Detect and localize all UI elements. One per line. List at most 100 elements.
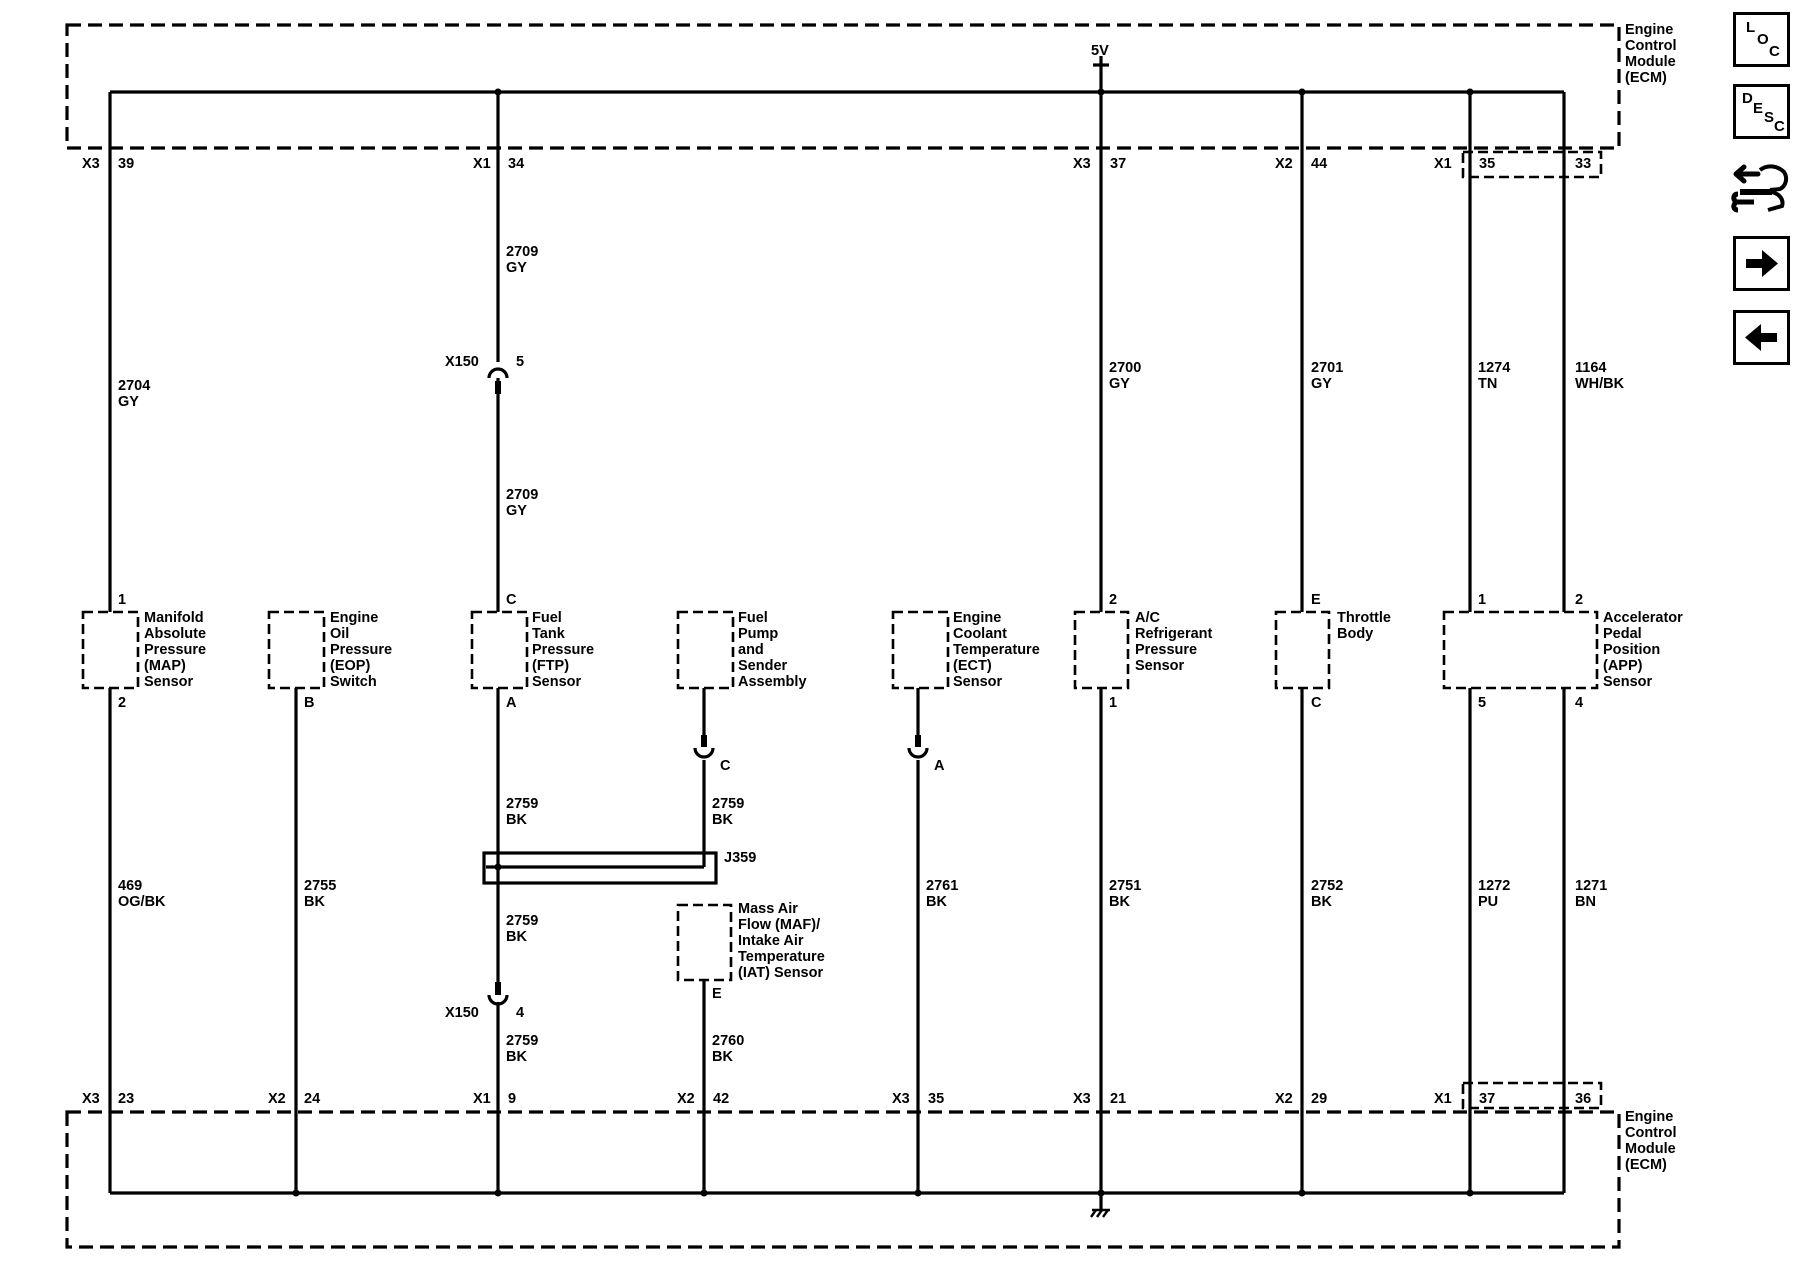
wire-circuit: 2701 (1311, 360, 1343, 376)
app-label-3: Position (1603, 642, 1660, 658)
bottom-pin-label: 37 (1479, 1091, 1495, 1107)
wrench-hand-button[interactable] (1730, 156, 1792, 218)
ecm-bottom-label-2: Control (1625, 1125, 1677, 1141)
wire-circuit: 2709 (506, 487, 538, 503)
desc-letter-s: S (1764, 109, 1775, 126)
wire-color: WH/BK (1575, 376, 1625, 392)
x150-top-name: X150 (445, 354, 479, 370)
wire-circuit: 2761 (926, 878, 958, 894)
location-button[interactable]: L O C (1733, 12, 1790, 67)
ect-terminal-label: A (934, 758, 945, 774)
bottom-pin-labels: X3 23 X2 24 X1 9 X2 42 X3 35 X3 21 X2 29… (82, 1091, 1591, 1107)
maf-label-2: Flow (MAF)/ (738, 917, 820, 933)
bottom-pin-label: 35 (928, 1091, 944, 1107)
eop-bottom-pin: B (304, 695, 314, 711)
wire-color: BK (712, 1049, 733, 1065)
ecm-top-label-4: (ECM) (1625, 70, 1667, 86)
loc-letter-c: C (1769, 43, 1780, 60)
map-label-1: Manifold (144, 610, 204, 626)
maf-label-3: Intake Air (738, 933, 804, 949)
wire-circuit: 2751 (1109, 878, 1141, 894)
component-ftp-sensor: C A Fuel Tank Pressure (FTP) Sensor (470, 592, 594, 711)
maf-label-4: Temperature (738, 949, 825, 965)
top-pin-labels: X3 39 X1 34 X3 37 X2 44 X1 35 33 (82, 156, 1591, 172)
throttle-top-pin: E (1311, 592, 1321, 608)
fuel-pump-label-2: Pump (738, 626, 778, 642)
wire-color: BK (1311, 894, 1332, 910)
ftp-label-4: (FTP) (532, 658, 569, 674)
top-conn-label: X3 (82, 156, 100, 172)
eop-label-4: (EOP) (330, 658, 370, 674)
ac-bottom-pin: 1 (1109, 695, 1117, 711)
bottom-conn-label: X2 (677, 1091, 695, 1107)
x150-bottom-name: X150 (445, 1005, 479, 1021)
component-map-sensor: 1 2 Manifold Absolute Pressure (MAP) Sen… (81, 592, 206, 711)
wire-color: TN (1478, 376, 1497, 392)
bottom-conn-label: X1 (473, 1091, 491, 1107)
loc-letter-l: L (1746, 19, 1756, 36)
bottom-conn-label: X3 (82, 1091, 100, 1107)
ftp-top-pin: C (506, 592, 517, 608)
wire-circuit: 1271 (1575, 878, 1607, 894)
upper-wire-labels: 2704 GY 2709 GY 2709 GY 2700 GY 2701 GY … (118, 244, 1625, 519)
supply-voltage-label: 5V (1091, 43, 1109, 59)
component-ect-sensor: Engine Coolant Temperature (ECT) Sensor (891, 610, 1040, 690)
loc-letter-o: O (1757, 31, 1769, 48)
bottom-conn-label: X2 (1275, 1091, 1293, 1107)
wire-color: BK (506, 1049, 527, 1065)
desc-letter-c: C (1774, 118, 1785, 135)
app-label-2: Pedal (1603, 626, 1642, 642)
eop-label-2: Oil (330, 626, 349, 642)
ecm-bottom-label-1: Engine (1625, 1109, 1673, 1125)
ftp-label-2: Tank (532, 626, 566, 642)
x150-bottom-pin: 4 (516, 1005, 524, 1021)
ac-label-3: Pressure (1135, 642, 1197, 658)
ect-label-2: Coolant (953, 626, 1007, 642)
maf-label-1: Mass Air (738, 901, 798, 917)
wire-circuit: 2752 (1311, 878, 1343, 894)
top-pin-label: 44 (1311, 156, 1327, 172)
ecm-bottom-label-4: (ECM) (1625, 1157, 1667, 1173)
eop-label-5: Switch (330, 674, 377, 690)
wire-color: BN (1575, 894, 1596, 910)
desc-letter-d: D (1742, 90, 1753, 107)
splice-j359: J359 (482, 850, 756, 885)
lower-wire-labels: 469 OG/BK 2755 BK 2759 BK 2759 BK 2759 B… (118, 796, 1607, 1065)
previous-button[interactable] (1733, 310, 1790, 365)
next-button[interactable] (1733, 236, 1790, 291)
fuel-pump-terminal: C (693, 735, 731, 774)
wire-color: GY (506, 260, 527, 276)
component-eop-switch: B Engine Oil Pressure (EOP) Switch (267, 610, 392, 711)
map-label-2: Absolute (144, 626, 206, 642)
x150-top-pin: 5 (516, 354, 524, 370)
throttle-label-1: Throttle (1337, 610, 1391, 626)
wire-circuit: 1274 (1478, 360, 1510, 376)
ftp-label-5: Sensor (532, 674, 582, 690)
fuel-pump-label-3: and (738, 642, 764, 658)
ecm-top-module: Engine Control Module (ECM) 5V (65, 22, 1677, 179)
bottom-pin-label: 23 (118, 1091, 134, 1107)
top-pin-label: 34 (508, 156, 524, 172)
top-conn-label: X1 (473, 156, 491, 172)
wire-color: GY (1311, 376, 1332, 392)
ecm-bottom-label-3: Module (1625, 1141, 1676, 1157)
map-top-pin: 1 (118, 592, 126, 608)
bottom-pin-label: 9 (508, 1091, 516, 1107)
splice-label: J359 (724, 850, 756, 866)
description-button[interactable]: D E S C (1733, 84, 1790, 139)
bottom-conn-label: X3 (892, 1091, 910, 1107)
throttle-bottom-pin: C (1311, 695, 1322, 711)
arrow-right-icon (1746, 250, 1778, 277)
ect-label-5: Sensor (953, 674, 1003, 690)
map-bottom-pin: 2 (118, 695, 126, 711)
wire-color: OG/BK (118, 894, 166, 910)
wire-color: PU (1478, 894, 1498, 910)
component-ac-pressure-sensor: 2 1 A/C Refrigerant Pressure Sensor (1073, 592, 1213, 711)
bottom-pin-label: 21 (1110, 1091, 1126, 1107)
wire-circuit: 2759 (506, 796, 538, 812)
ac-label-1: A/C (1135, 610, 1161, 626)
bottom-conn-label: X1 (1434, 1091, 1452, 1107)
wire-circuit: 2704 (118, 378, 150, 394)
component-app-sensor: 1 2 5 4 Accelerator Pedal Position (APP)… (1442, 592, 1683, 711)
ecm-top-label-3: Module (1625, 54, 1676, 70)
